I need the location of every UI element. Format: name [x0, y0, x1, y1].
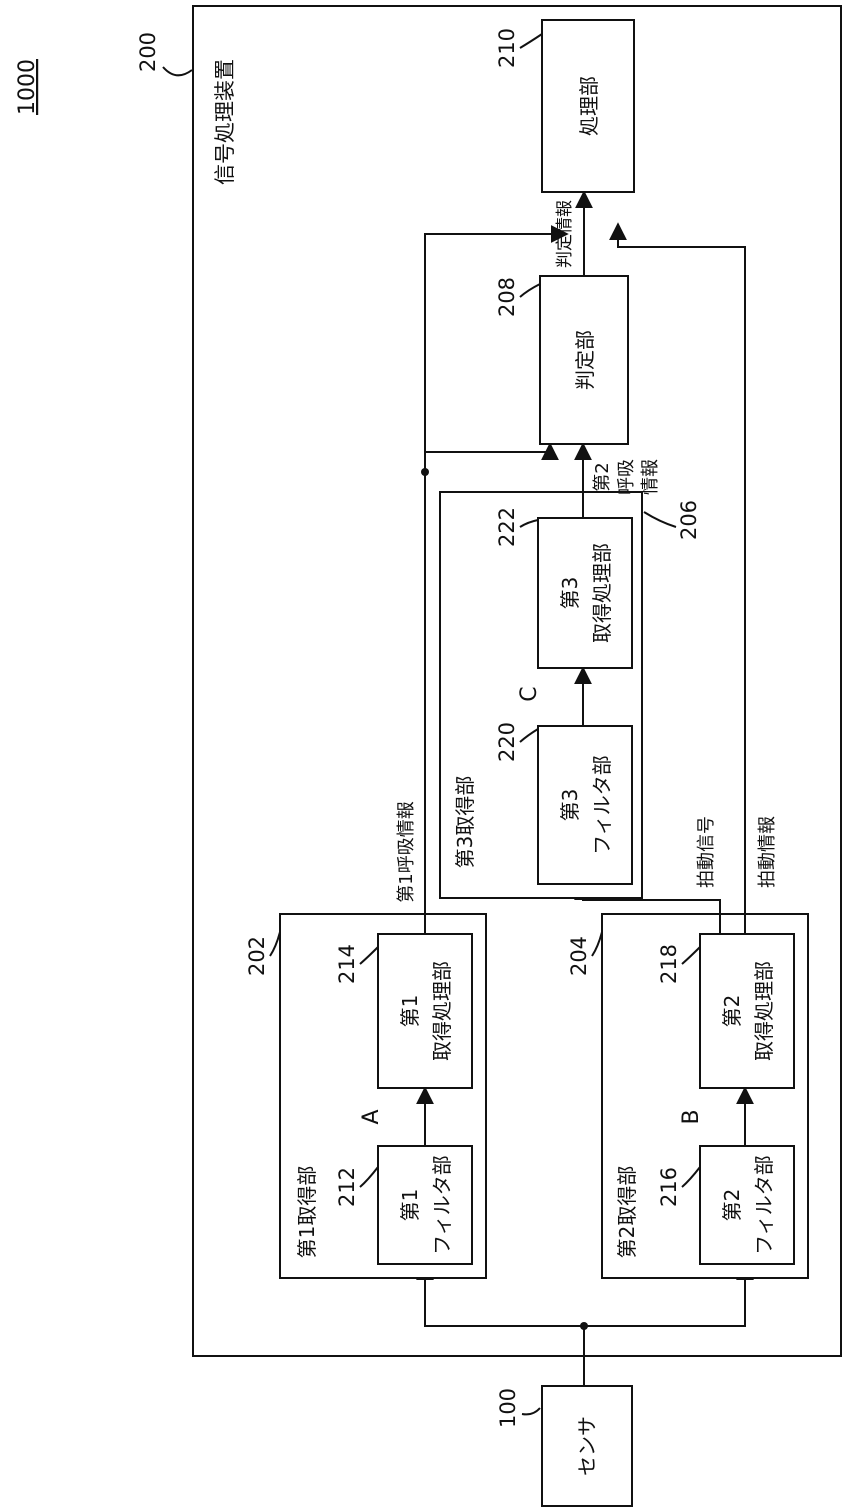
judgment-label: 判定情報 — [555, 200, 575, 268]
filter3-block — [538, 726, 632, 884]
processor-label: 処理部 — [577, 76, 601, 136]
proc2-block — [700, 934, 794, 1088]
resp2-label-3: 情報 — [640, 459, 661, 495]
sensor-ref-leader — [522, 1408, 540, 1414]
filter3-line1: 第3 — [558, 789, 582, 822]
proc1-block — [378, 934, 472, 1088]
proc1-line1: 第1 — [398, 995, 422, 1028]
proc3-block — [538, 518, 632, 668]
proc3-line2: 取得処理部 — [590, 543, 614, 643]
point-c: C — [517, 686, 542, 701]
proc1-ref: 214 — [335, 944, 359, 984]
resp2-label-2: 呼吸 — [616, 459, 637, 495]
proc2-ref: 218 — [657, 944, 681, 984]
judge-label: 判定部 — [573, 330, 597, 390]
proc2-line2: 取得処理部 — [752, 961, 776, 1061]
point-b: B — [679, 1109, 704, 1124]
beat-signal-label: 拍動信号 — [696, 816, 717, 888]
filter1-ref: 212 — [335, 1167, 359, 1207]
filter2-block — [700, 1146, 794, 1264]
filter3-line2: フィルタ部 — [590, 755, 614, 855]
processor-ref: 210 — [495, 28, 519, 68]
judge-ref: 208 — [495, 277, 519, 317]
proc3-ref: 222 — [495, 507, 519, 547]
diagram-body: 1000 センサ 100 信号処理装置 200 第1取得部 202 第1 フィル… — [15, 6, 841, 1506]
proc2-line1: 第2 — [720, 995, 744, 1028]
device-label: 信号処理装置 — [213, 59, 237, 185]
filter1-line1: 第1 — [398, 1189, 422, 1222]
filter2-line2: フィルタ部 — [752, 1155, 776, 1255]
filter2-line1: 第2 — [720, 1189, 744, 1222]
filter2-ref: 216 — [657, 1167, 681, 1207]
resp1-label: 第1呼吸情報 — [396, 801, 417, 902]
group1-ref: 202 — [245, 936, 269, 976]
sensor-ref: 100 — [496, 1388, 520, 1428]
beat-info-label: 拍動情報 — [757, 816, 778, 888]
sensor-label: センサ — [575, 1416, 599, 1476]
filter3-ref: 220 — [495, 722, 519, 762]
resp2-label-1: 第2 — [592, 462, 613, 491]
group1-label: 第1取得部 — [295, 1166, 319, 1259]
filter1-line2: フィルタ部 — [430, 1155, 454, 1255]
proc1-line2: 取得処理部 — [430, 961, 454, 1061]
proc3-line1: 第3 — [558, 577, 582, 610]
point-a: A — [359, 1109, 384, 1124]
group2-label: 第2取得部 — [615, 1166, 639, 1259]
figure-number: 1000 — [15, 59, 40, 115]
group2-ref: 204 — [567, 936, 591, 976]
filter1-block — [378, 1146, 472, 1264]
device-ref-leader — [163, 67, 192, 75]
device-ref: 200 — [136, 32, 160, 72]
group3-ref: 206 — [677, 500, 701, 540]
group3-label: 第3取得部 — [453, 776, 477, 869]
